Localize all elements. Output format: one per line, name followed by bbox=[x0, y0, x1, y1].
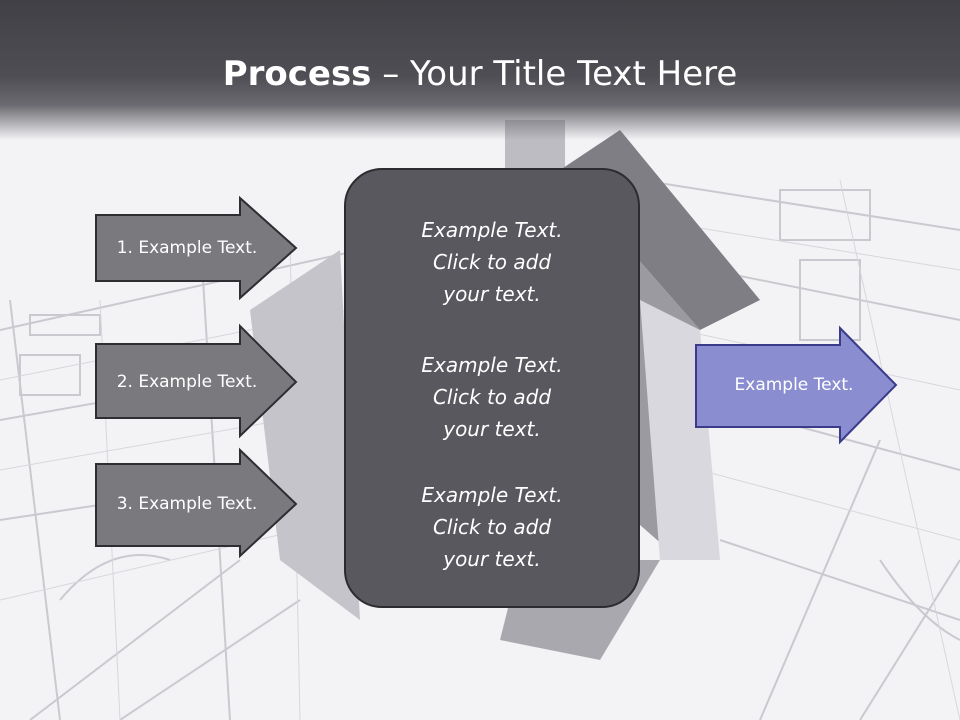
title-bold-part: Process bbox=[222, 54, 372, 94]
center-paragraph-2-line-2: Click to add bbox=[432, 385, 552, 409]
center-paragraph-1-line-3: your text. bbox=[443, 282, 541, 306]
arrow-shape bbox=[95, 447, 298, 559]
center-paragraph-1-line-1: Example Text. bbox=[421, 218, 563, 242]
process-arrow-1[interactable]: 1. Example Text. bbox=[95, 195, 298, 301]
center-paragraph-1-line-2: Click to add bbox=[432, 250, 552, 274]
center-paragraph-2-line-3: your text. bbox=[443, 417, 541, 441]
title-rest-part: – Your Title Text Here bbox=[371, 54, 738, 94]
result-arrow-label: Example Text. bbox=[734, 375, 854, 395]
center-paragraph-2-line-1: Example Text. bbox=[421, 353, 563, 377]
center-paragraph-3-line-1: Example Text. bbox=[421, 483, 563, 507]
arrow-shape bbox=[95, 323, 298, 439]
center-paragraph-3[interactable]: Example Text. Click to add your text. bbox=[346, 479, 638, 575]
arrow-shape bbox=[95, 195, 298, 301]
title-bar bbox=[0, 0, 960, 140]
process-arrow-2[interactable]: 2. Example Text. bbox=[95, 323, 298, 439]
center-paragraph-2[interactable]: Example Text. Click to add your text. bbox=[346, 349, 638, 445]
process-arrow-3-label: 3. Example Text. bbox=[116, 494, 258, 514]
arrow-shape bbox=[695, 325, 898, 445]
center-paragraph-3-line-2: Click to add bbox=[432, 515, 552, 539]
center-text-box[interactable]: Example Text. Click to add your text. Ex… bbox=[344, 168, 640, 608]
process-arrow-2-label: 2. Example Text. bbox=[116, 372, 258, 392]
process-arrow-1-label: 1. Example Text. bbox=[116, 238, 258, 258]
result-arrow[interactable]: Example Text. bbox=[695, 325, 898, 445]
process-arrow-3[interactable]: 3. Example Text. bbox=[95, 447, 298, 559]
slide-title[interactable]: Process – Your Title Text Here bbox=[0, 52, 960, 96]
center-paragraph-3-line-3: your text. bbox=[443, 547, 541, 571]
center-paragraph-1[interactable]: Example Text. Click to add your text. bbox=[346, 214, 638, 310]
